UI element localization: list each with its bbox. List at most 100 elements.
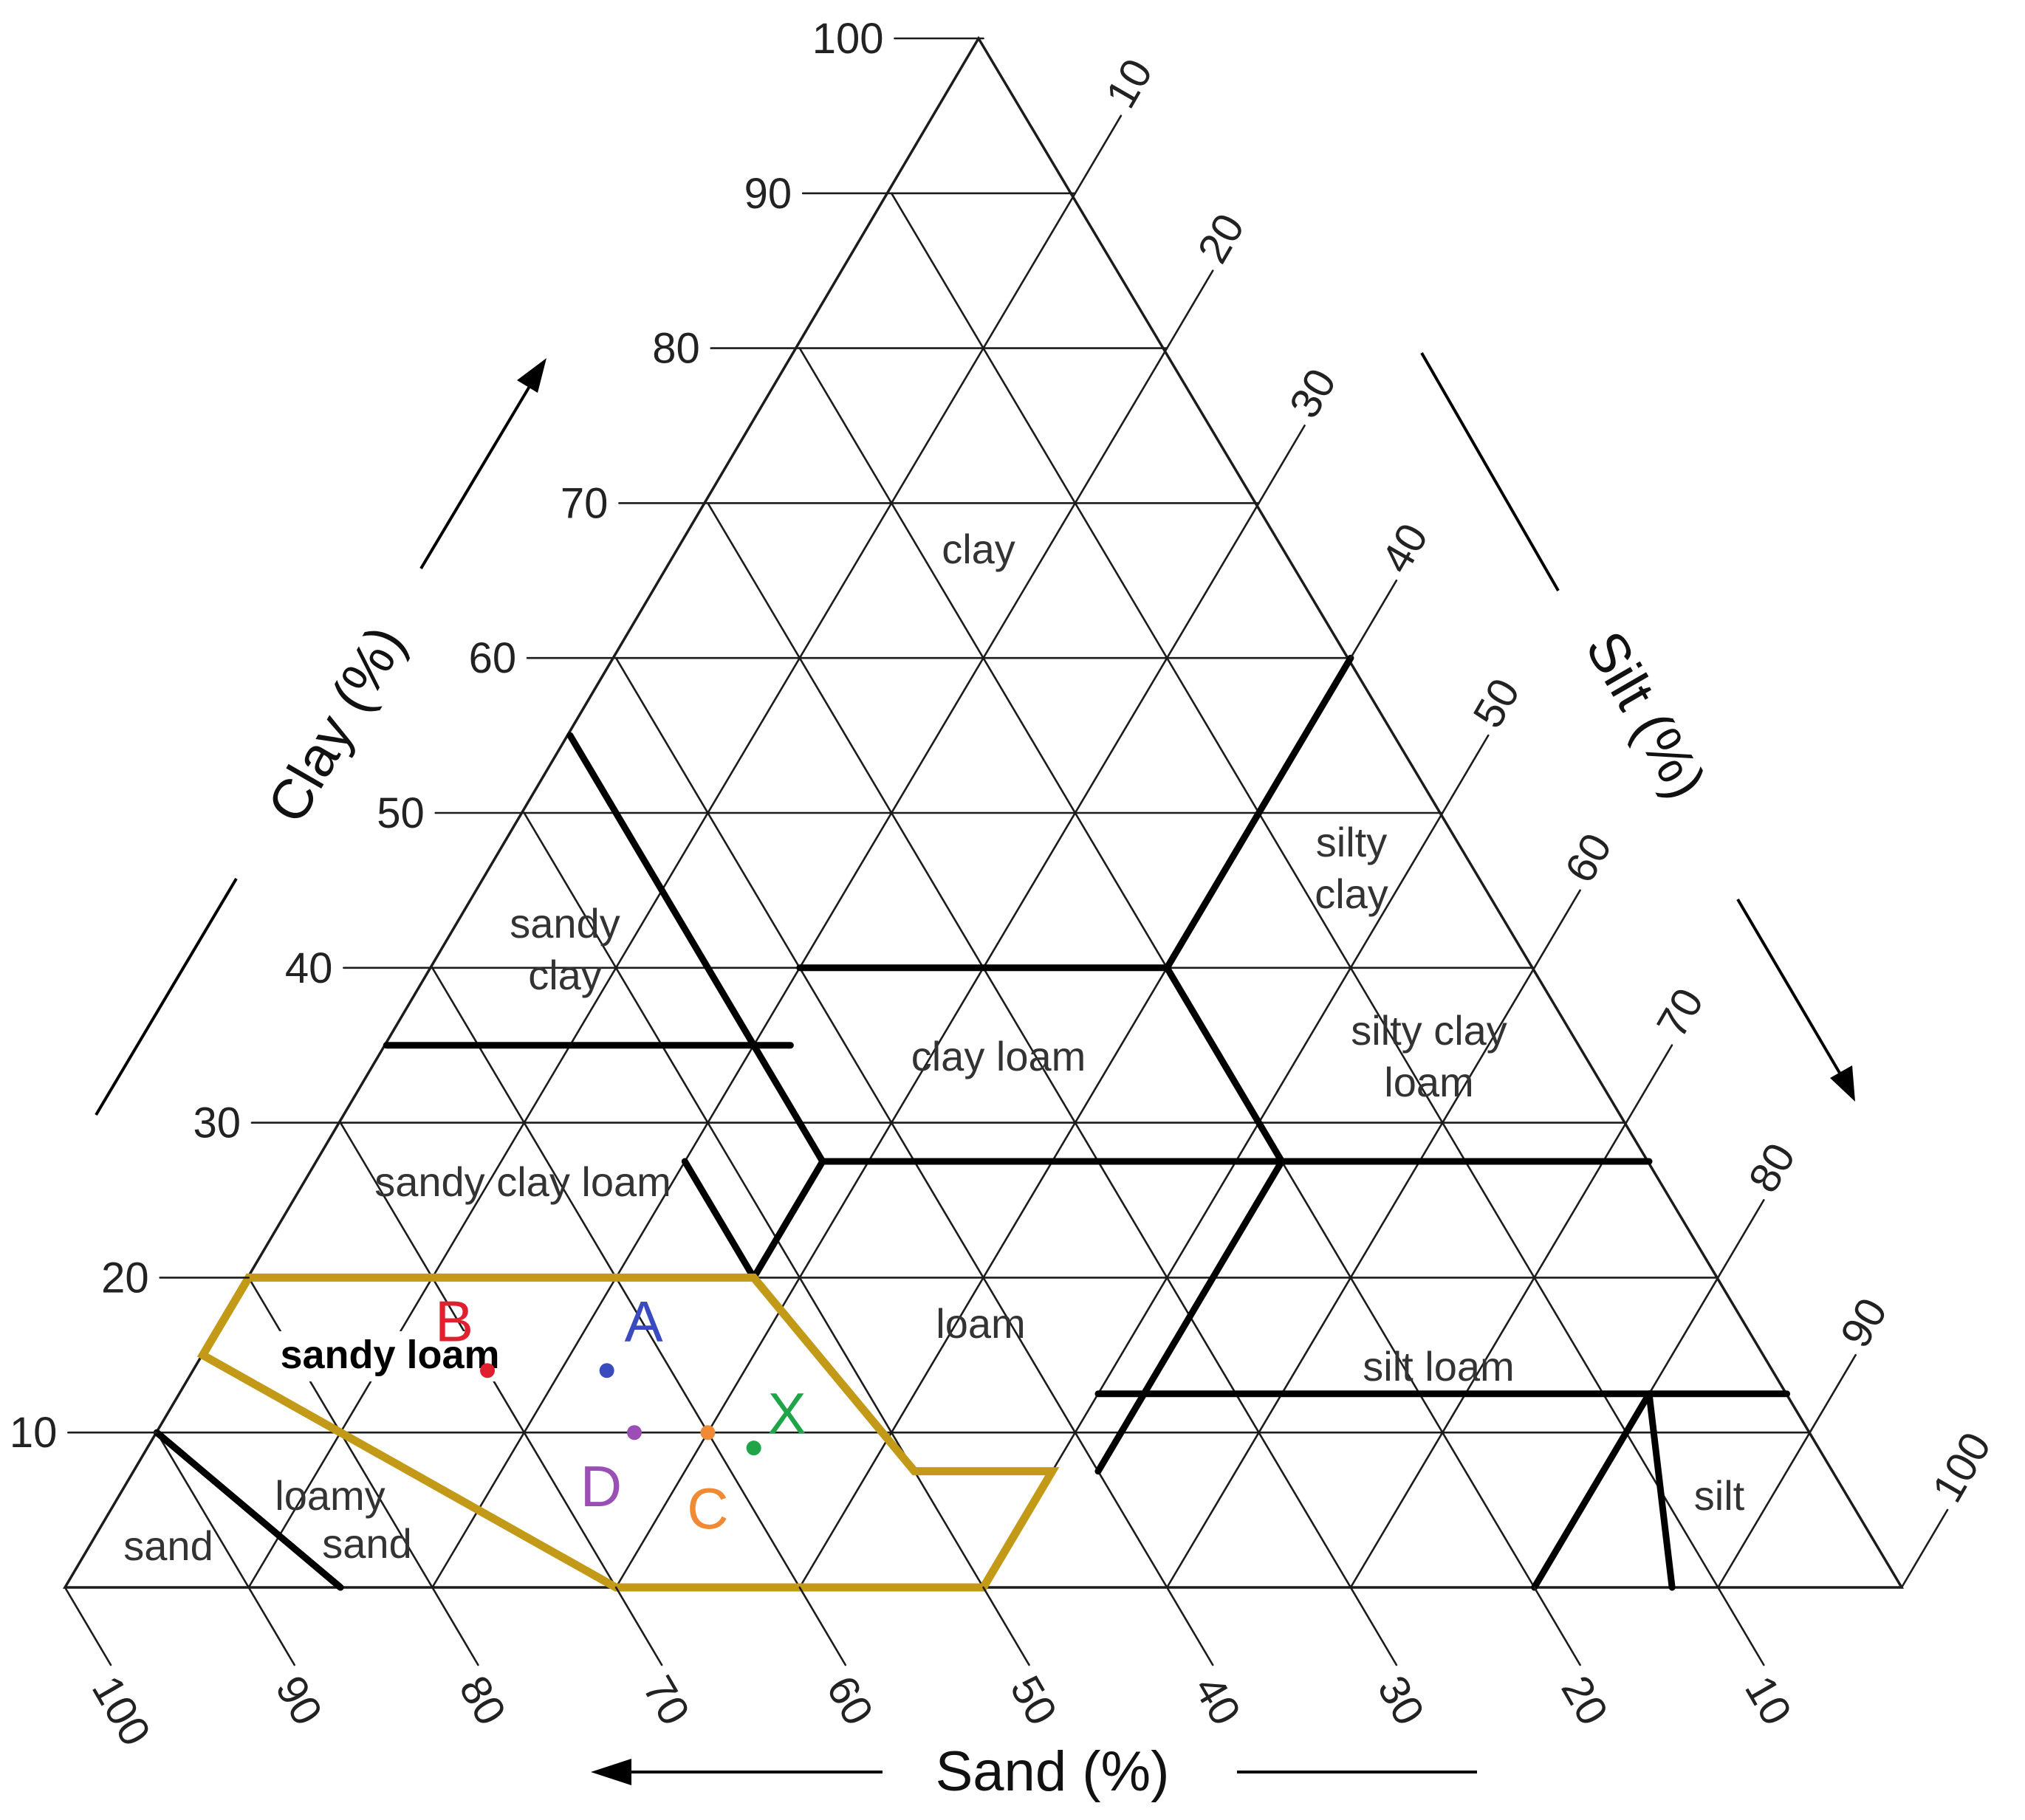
region-label-silty-clay: silty bbox=[1316, 819, 1387, 865]
tick-mark-sand bbox=[247, 1586, 296, 1666]
silt-axis-line bbox=[1420, 352, 1560, 591]
tick-label-clay: 90 bbox=[744, 170, 792, 218]
sample-label-x: X bbox=[768, 1381, 806, 1446]
tick-mark-sand bbox=[1349, 1586, 1398, 1666]
clay-axis-line bbox=[95, 877, 238, 1116]
region-label-silty-clay-loam: loam bbox=[1384, 1059, 1473, 1105]
class-boundary bbox=[1094, 1158, 1286, 1475]
gridline-sand bbox=[890, 192, 1719, 1589]
sample-point-b bbox=[480, 1363, 496, 1378]
silt-axis: Silt (%) bbox=[1420, 352, 1855, 1102]
tick-mark-sand bbox=[982, 1586, 1030, 1666]
sample-point-d bbox=[626, 1425, 642, 1440]
tick-mark-silt bbox=[1074, 114, 1123, 195]
tick-mark-silt bbox=[1625, 1044, 1673, 1124]
tick-label-silt: 20 bbox=[1188, 206, 1254, 271]
tick-label-silt: 90 bbox=[1832, 1290, 1897, 1355]
region-label-clay-loam: clay loam bbox=[911, 1033, 1086, 1079]
sample-point-c bbox=[700, 1425, 716, 1440]
tick-mark-silt bbox=[1533, 889, 1581, 969]
sample-label-d: D bbox=[580, 1454, 622, 1519]
sand-axis-title: Sand (%) bbox=[936, 1740, 1170, 1803]
tick-label-sand: 50 bbox=[1001, 1668, 1066, 1733]
region-label-loamy-sand: sand bbox=[322, 1520, 411, 1567]
tick-mark-silt bbox=[1349, 579, 1398, 659]
tick-mark-sand bbox=[431, 1586, 479, 1666]
sandy-loam-outline bbox=[196, 1273, 1060, 1592]
class-boundary bbox=[750, 1042, 826, 1165]
region-label-sand: sand bbox=[123, 1522, 213, 1569]
tick-mark-sand bbox=[1717, 1586, 1765, 1666]
region-label-clay: clay bbox=[942, 526, 1015, 572]
tick-mark-silt bbox=[1809, 1353, 1857, 1434]
tick-label-silt: 10 bbox=[1097, 51, 1162, 116]
region-label-silty-clay-loam: silty clay bbox=[1351, 1007, 1507, 1054]
region-label-silty-clay: clay bbox=[1315, 870, 1388, 917]
gridline-silt bbox=[1717, 1431, 1811, 1589]
tick-label-clay: 10 bbox=[10, 1409, 58, 1457]
tick-label-silt: 50 bbox=[1464, 670, 1529, 735]
region-labels: clay sandy clay silty clay clay loam silty cla… bbox=[123, 526, 1744, 1569]
gridline-silt bbox=[614, 502, 1260, 1589]
tick-label-sand: 30 bbox=[1368, 1668, 1434, 1733]
tick-label-sand: 70 bbox=[634, 1668, 699, 1733]
sample-point-x bbox=[746, 1440, 761, 1456]
gridline-silt bbox=[982, 811, 1444, 1589]
sandy-loam-label-bg bbox=[257, 1331, 523, 1381]
sandy-loam-highlight bbox=[196, 1273, 1060, 1592]
region-label-sandy-loam: sandy loam bbox=[280, 1333, 499, 1377]
tick-label-clay: 60 bbox=[469, 634, 517, 682]
tick-label-silt: 40 bbox=[1372, 515, 1438, 580]
region-label-sandy-clay: sandy bbox=[510, 900, 620, 947]
sample-label-c: C bbox=[687, 1476, 728, 1541]
region-label-sandy-clay-loam: sandy clay loam bbox=[374, 1158, 671, 1205]
class-boundary bbox=[1163, 654, 1354, 972]
gridline-sand bbox=[156, 1431, 250, 1589]
tick-label-clay: 100 bbox=[812, 15, 884, 63]
gridline-sand bbox=[707, 502, 1352, 1589]
tick-label-clay: 30 bbox=[193, 1099, 241, 1147]
class-boundary bbox=[1163, 964, 1286, 1165]
silt-axis-title: Silt (%) bbox=[1573, 621, 1718, 809]
tick-label-silt: 30 bbox=[1281, 361, 1346, 426]
class-boundary bbox=[750, 1158, 826, 1281]
class-boundary bbox=[1645, 1390, 1676, 1591]
sample-label-a: A bbox=[625, 1288, 663, 1353]
tick-label-silt: 80 bbox=[1739, 1136, 1805, 1201]
tick-label-sand: 10 bbox=[1736, 1668, 1801, 1733]
region-label-sandy-clay: clay bbox=[528, 952, 602, 998]
tick-mark-silt bbox=[1717, 1199, 1765, 1279]
tick-label-sand: 80 bbox=[450, 1668, 515, 1733]
sample-label-b: B bbox=[435, 1288, 473, 1353]
tick-label-sand: 90 bbox=[266, 1668, 332, 1733]
region-label-loamy-sand: loamy bbox=[275, 1472, 385, 1519]
clay-axis: Clay (%) bbox=[95, 358, 546, 1116]
tick-label-silt: 100 bbox=[1923, 1424, 2001, 1510]
class-boundary bbox=[566, 732, 758, 1049]
tick-label-sand: 20 bbox=[1552, 1668, 1617, 1733]
tick-mark-sand bbox=[64, 1586, 112, 1666]
gridline-silt bbox=[1165, 966, 1535, 1589]
tick-mark-silt bbox=[1441, 734, 1490, 814]
tick-label-clay: 50 bbox=[377, 789, 425, 837]
tick-label-clay: 70 bbox=[561, 479, 609, 527]
region-label-silt: silt bbox=[1694, 1472, 1745, 1519]
tick-label-sand: 60 bbox=[818, 1668, 883, 1733]
tick-label-clay: 40 bbox=[285, 944, 333, 992]
tick-mark-silt bbox=[1900, 1508, 1949, 1589]
tick-mark-silt bbox=[1258, 425, 1306, 504]
tick-mark-sand bbox=[1533, 1586, 1581, 1666]
class-boundary bbox=[153, 1429, 344, 1591]
tick-label-clay: 80 bbox=[652, 325, 700, 373]
region-label-silt-loam: silt loam bbox=[1363, 1343, 1514, 1390]
region-label-loam: loam bbox=[936, 1300, 1025, 1347]
tick-label-silt: 70 bbox=[1648, 981, 1713, 1045]
sand-axis: Sand (%) bbox=[591, 1740, 1477, 1803]
clay-axis-arrowhead bbox=[517, 358, 546, 393]
class-boundary bbox=[1531, 1390, 1653, 1591]
class-boundary bbox=[681, 1158, 758, 1281]
tick-label-sand: 100 bbox=[83, 1668, 160, 1754]
tick-mark-sand bbox=[614, 1586, 663, 1666]
silt-axis-arrow-shaft bbox=[1736, 898, 1844, 1079]
